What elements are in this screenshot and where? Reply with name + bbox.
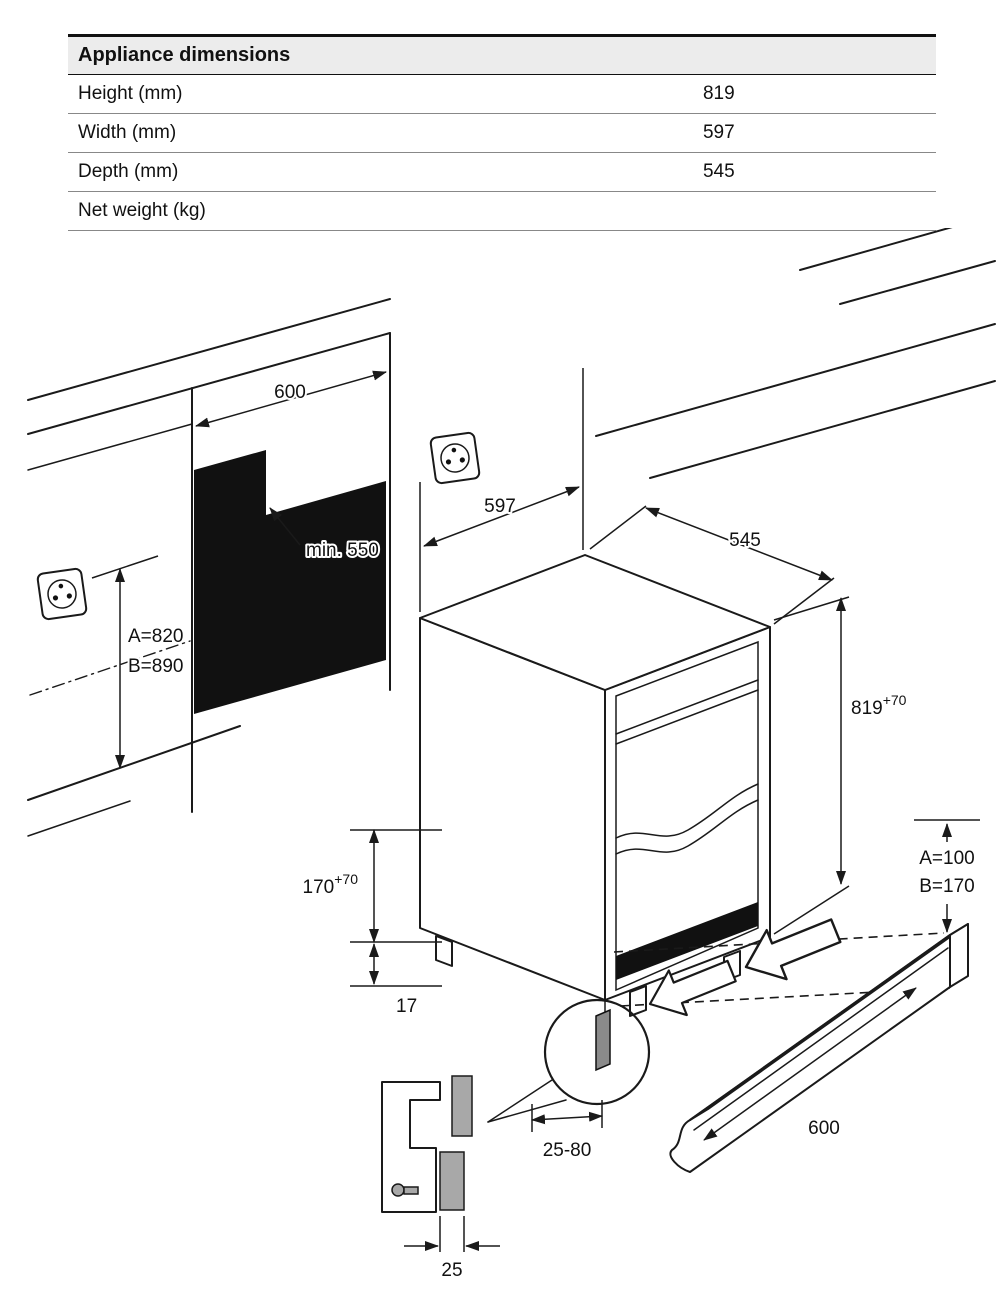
table-title: Appliance dimensions [68, 34, 936, 75]
row-label: Width (mm) [68, 113, 693, 153]
label-appliance-depth: 545 [729, 530, 761, 551]
door-outline [615, 640, 759, 992]
dim-appliance-width: 597 [419, 368, 584, 612]
dim-niche-depth: min. 550 [269, 507, 381, 563]
detail-balloon [487, 998, 651, 1123]
label-plinth-recess: 25-80 [543, 1140, 592, 1161]
power-socket-upper [429, 431, 481, 485]
push-arrow-icon [744, 918, 842, 981]
label-appliance-height: 819+70 [851, 692, 907, 719]
door-break-line [615, 783, 759, 839]
power-socket-lower [36, 567, 88, 621]
row-value: 545 [692, 152, 936, 192]
row-value: 597 [692, 113, 936, 153]
label-niche-height-b: B=890 [128, 656, 183, 677]
niche-shadow [194, 450, 386, 714]
appliance [419, 554, 771, 1041]
dim-appliance-height: 819+70 [773, 596, 909, 935]
row-value: 819 [692, 74, 936, 114]
mounting-detail: 25 [381, 1075, 500, 1283]
label-base-offset: 17 [396, 996, 417, 1017]
panel-cross-section [439, 1151, 465, 1211]
push-arrows [648, 918, 842, 1017]
label-niche-depth: min. 550 [306, 540, 379, 561]
label-plinth-height-b: B=170 [919, 876, 974, 897]
mounting-bracket [381, 1081, 441, 1213]
appliance-foot [435, 935, 453, 967]
corner-bracket [595, 1008, 611, 1072]
label-base-clearance: 170+70 [303, 871, 359, 898]
table-row-net-weight: Net weight (kg) [68, 191, 936, 231]
dim-plinth-length: 600 [703, 987, 917, 1141]
dim-niche-width: 600 [195, 370, 387, 428]
dim-plinth-height: A=100 B=170 [914, 819, 980, 933]
detail-circle [543, 998, 651, 1106]
label-niche-width: 600 [274, 382, 306, 403]
dim-base-clearance: 170+70 17 [301, 829, 442, 1019]
label-plinth-length: 600 [808, 1118, 840, 1139]
table-row-height: Height (mm) 819 [68, 74, 936, 114]
table-row-depth: Depth (mm) 545 [68, 152, 936, 192]
push-arrow-icon [648, 959, 737, 1017]
counter-lines [27, 228, 996, 479]
dim-plinth-recess: 25-80 [531, 1100, 603, 1163]
table-row-width: Width (mm) 597 [68, 113, 936, 153]
adjustment-screw [391, 1183, 405, 1197]
label-appliance-width: 597 [484, 496, 516, 517]
label-niche-height-a: A=820 [128, 626, 183, 647]
base-recess [616, 902, 758, 980]
door-handle-groove [615, 679, 759, 735]
row-value [692, 191, 936, 231]
row-label: Depth (mm) [68, 152, 693, 192]
appliance-dimensions-table: Appliance dimensions Height (mm) 819 Wid… [68, 34, 936, 231]
label-plinth-height-a: A=100 [919, 848, 974, 869]
plinth-cross-section [451, 1075, 473, 1137]
label-panel-thickness: 25 [441, 1260, 462, 1281]
appliance-top-face [419, 554, 771, 691]
installation-diagram: 600 min. 550 A=820 B=890 [27, 228, 996, 1283]
row-label: Net weight (kg) [68, 191, 693, 231]
appliance-foot [629, 985, 647, 1017]
floor-lines [27, 640, 241, 837]
row-label: Height (mm) [68, 74, 693, 114]
niche [191, 332, 391, 813]
dim-appliance-depth: 545 [589, 505, 835, 625]
height-reference-dashline [29, 640, 191, 696]
dim-niche-height: A=820 B=890 [91, 555, 185, 769]
